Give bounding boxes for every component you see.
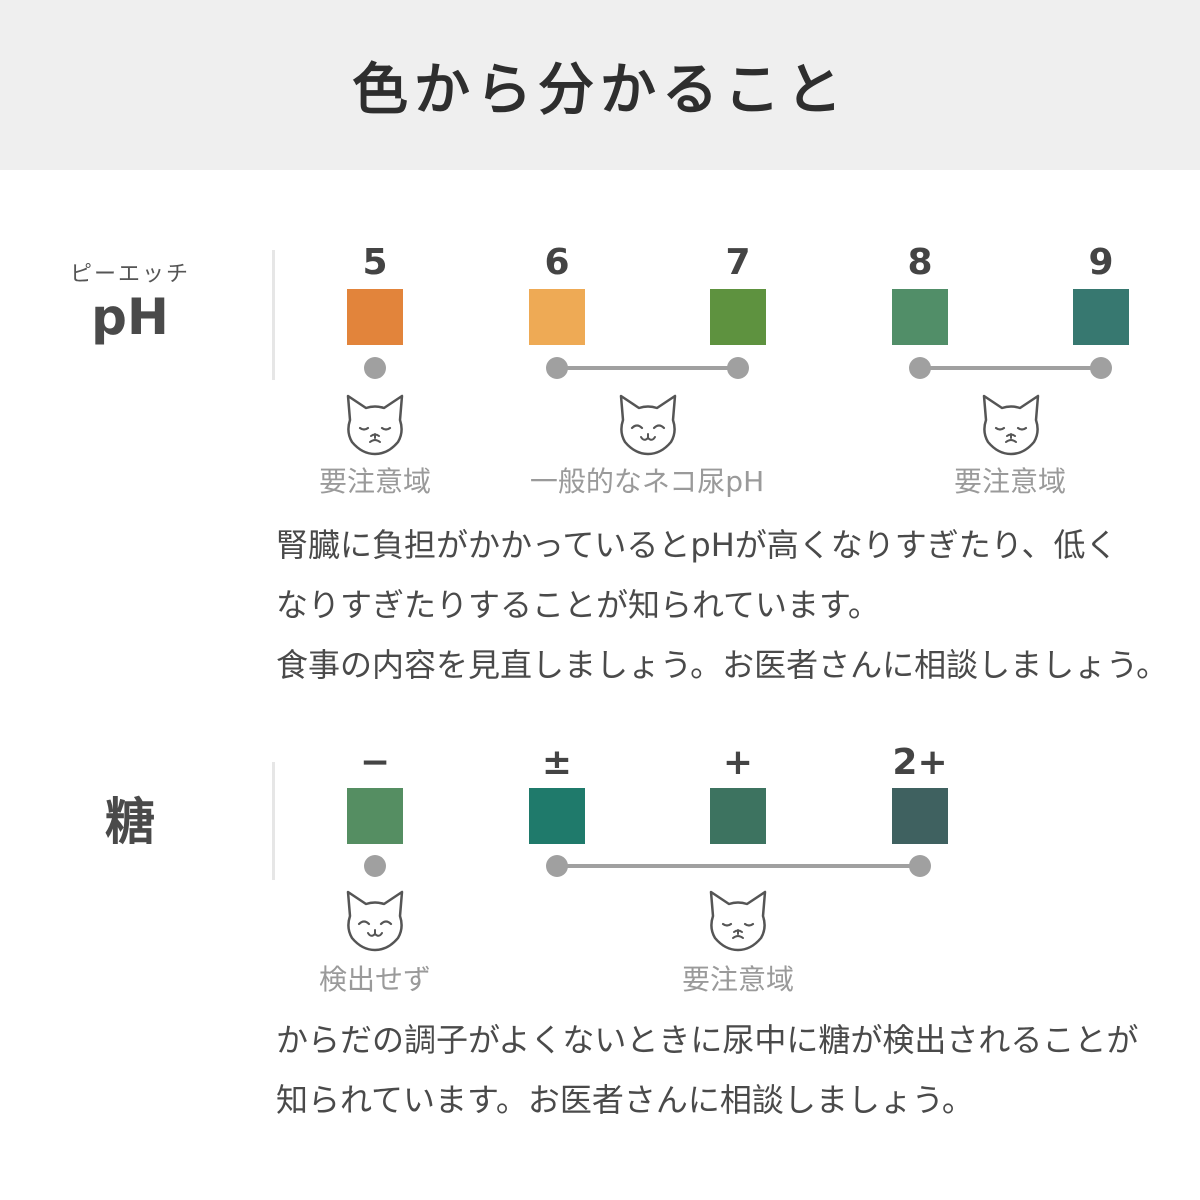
sugar-tick-trace: ±	[541, 742, 573, 783]
ph-desc-line-1: 腎臓に負担がかかっているとpHが高くなりすぎたり、低く	[276, 526, 1118, 564]
ph-swatch-7	[710, 289, 766, 345]
ph-divider	[272, 250, 275, 380]
sugar-tick-negative: −	[359, 742, 391, 783]
sugar-divider	[272, 762, 275, 880]
ph-marker-8	[909, 357, 931, 379]
ph-tick-7: 7	[725, 242, 751, 283]
sugar-marker-negative	[364, 855, 386, 877]
ph-tick-5: 5	[362, 242, 388, 283]
ph-tick-6: 6	[544, 242, 570, 283]
sugar-zone-caution: 要注意域	[681, 963, 794, 996]
sugar-swatch-negative	[347, 788, 403, 844]
ph-tick-9: 9	[1088, 242, 1114, 283]
sugar-desc-line-2: 知られています。お医者さんに相談しましょう。	[276, 1081, 974, 1119]
ph-marker-7	[727, 357, 749, 379]
sugar-label-block: 糖	[0, 782, 260, 854]
sad-cat-icon	[709, 890, 767, 952]
sugar-swatch-2plus	[892, 788, 948, 844]
sad-cat-icon	[346, 394, 404, 456]
ph-zone-normal: 一般的なネコ尿pH	[529, 465, 765, 498]
ph-desc-line-2: なりすぎたりすることが知られています。	[276, 586, 880, 624]
ph-label-block: ピーエッチ pH	[0, 256, 260, 346]
sugar-range-caution	[557, 864, 920, 868]
ph-description: 腎臓に負担がかかっているとpHが高くなりすぎたり、低く なりすぎたりすることが知…	[276, 515, 1176, 695]
sad-cat-icon	[982, 394, 1040, 456]
sugar-zone-negative: 検出せず	[318, 963, 431, 996]
ph-marker-9	[1090, 357, 1112, 379]
ph-zone-high: 要注意域	[953, 465, 1066, 498]
ph-swatch-9	[1073, 289, 1129, 345]
ph-marker-6	[546, 357, 568, 379]
ph-zone-low: 要注意域	[318, 465, 431, 498]
ph-tick-8: 8	[907, 242, 933, 283]
sugar-swatch-trace	[529, 788, 585, 844]
happy-cat-icon	[619, 394, 677, 456]
sugar-marker-trace	[546, 855, 568, 877]
sugar-tick-2plus: 2+	[892, 742, 948, 783]
ph-marker-5	[364, 357, 386, 379]
ph-range-high	[920, 366, 1102, 370]
ph-range-normal	[557, 366, 739, 370]
sugar-swatch-positive	[710, 788, 766, 844]
ph-swatch-8	[892, 289, 948, 345]
sugar-tick-positive: +	[722, 742, 754, 783]
happy-cat-icon	[346, 890, 404, 952]
page-title: 色から分かること	[352, 57, 848, 123]
header-banner: 色から分かること	[0, 0, 1200, 170]
sugar-description: からだの調子がよくないときに尿中に糖が検出されることが 知られています。お医者さ…	[276, 1010, 1176, 1130]
ph-ruby: ピーエッチ	[69, 262, 190, 287]
sugar-marker-2plus	[909, 855, 931, 877]
ph-swatch-5	[347, 289, 403, 345]
ph-desc-line-3: 食事の内容を見直しましょう。お医者さんに相談しましょう。	[276, 646, 1169, 684]
ph-label: pH	[91, 288, 169, 346]
sugar-label: 糖	[105, 793, 155, 851]
sugar-desc-line-1: からだの調子がよくないときに尿中に糖が検出されることが	[276, 1021, 1139, 1059]
ph-swatch-6	[529, 289, 585, 345]
